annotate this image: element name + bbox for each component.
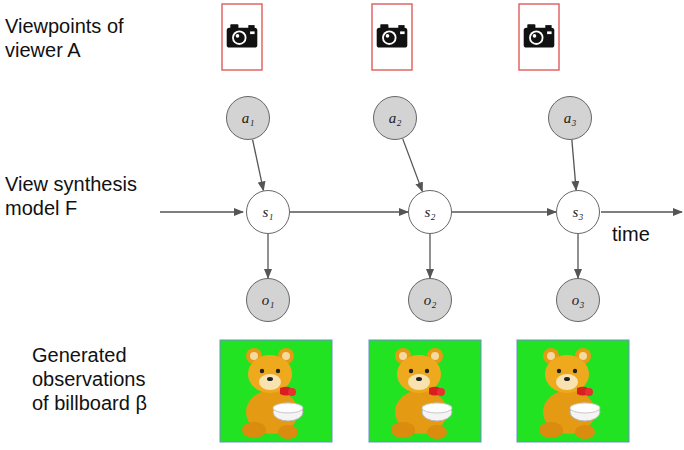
dependency-arrow [572, 140, 576, 190]
node-label: a₃ [564, 110, 577, 127]
side-label: Viewpoints of viewer A [5, 14, 155, 62]
state-circle: a₂ [373, 96, 417, 140]
state-circle: s₁ [246, 190, 290, 234]
camera-icons [222, 4, 559, 70]
node-label: a₂ [389, 110, 402, 127]
side-label: time [612, 222, 682, 246]
node-label: s₁ [262, 204, 273, 221]
node-label: o₂ [424, 292, 437, 309]
node-label: s₂ [424, 204, 435, 221]
node-label: o₃ [572, 292, 585, 309]
node-label: s₃ [572, 204, 583, 221]
state-circle: s₃ [556, 190, 600, 234]
observation-images [220, 340, 629, 442]
state-circle: o₂ [408, 278, 452, 322]
state-circle: s₂ [408, 190, 452, 234]
dependency-arrow [290, 211, 408, 212]
state-circle: o₃ [556, 278, 600, 322]
state-circle: o₁ [246, 278, 290, 322]
dependency-arrow [267, 234, 268, 278]
node-label: o₁ [262, 292, 275, 309]
side-label: View synthesis model F [5, 172, 155, 220]
dependency-arrow [429, 234, 430, 278]
node-label: a₁ [242, 110, 255, 127]
dependency-arrow [577, 234, 578, 278]
dependency-arrow [452, 211, 556, 212]
state-circle: a₃ [548, 96, 592, 140]
dependency-arrow [403, 139, 423, 192]
side-label: Generated observations of billboard β [32, 343, 167, 415]
dependency-arrow [253, 140, 264, 191]
state-circle: a₁ [226, 96, 270, 140]
